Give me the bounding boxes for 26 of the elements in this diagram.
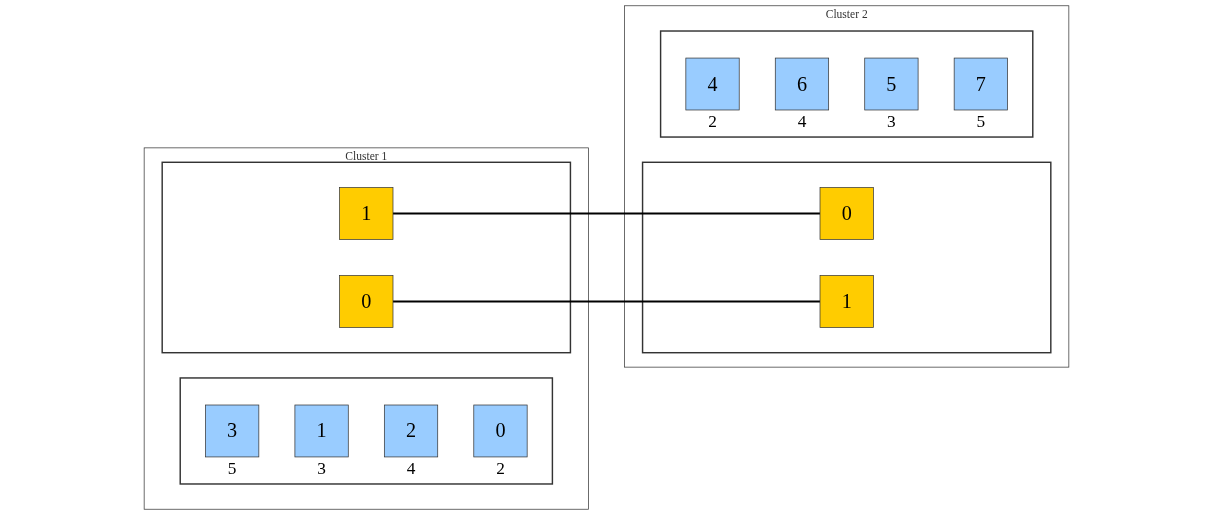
- node-caption: 3: [887, 112, 896, 132]
- connector: [393, 300, 820, 303]
- node-box: 3: [205, 404, 260, 458]
- cluster: [179, 377, 554, 485]
- node-box: 4: [685, 57, 740, 111]
- node-caption: 5: [976, 112, 986, 132]
- node-box: 1: [339, 187, 394, 240]
- node-caption: 5: [227, 459, 237, 479]
- node-caption: 4: [406, 459, 416, 479]
- node-box: 0: [819, 187, 874, 240]
- cluster: [659, 30, 1034, 138]
- node-box: 0: [473, 404, 528, 458]
- node-box: 7: [953, 57, 1008, 111]
- connector: [393, 212, 820, 215]
- node-caption: 4: [797, 112, 807, 132]
- node-caption: 2: [496, 459, 505, 479]
- node-caption: 3: [317, 459, 326, 479]
- node-box: 2: [383, 404, 439, 458]
- cluster: [641, 161, 1052, 354]
- node-box: 1: [294, 404, 349, 458]
- node-box: 5: [864, 57, 919, 111]
- node-caption: 2: [708, 112, 717, 132]
- node-box: 1: [819, 275, 874, 328]
- node-box: 6: [774, 57, 829, 111]
- node-box: 0: [339, 275, 394, 328]
- cluster: [161, 161, 572, 354]
